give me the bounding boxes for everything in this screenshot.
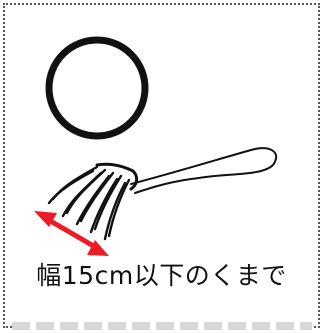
red-double-arrow-icon xyxy=(34,211,109,256)
circle-icon xyxy=(45,36,149,140)
size-limit-caption: 幅15cm以下のくまで xyxy=(36,261,287,290)
rake-head xyxy=(95,162,139,191)
rake-icon xyxy=(47,147,278,241)
rake-handle xyxy=(130,147,278,194)
rake-tines xyxy=(47,165,131,241)
rake-guidance-card: 幅15cm以下のくまで xyxy=(3,3,320,328)
rake-illustration xyxy=(34,36,278,256)
decorative-strip xyxy=(12,322,312,330)
